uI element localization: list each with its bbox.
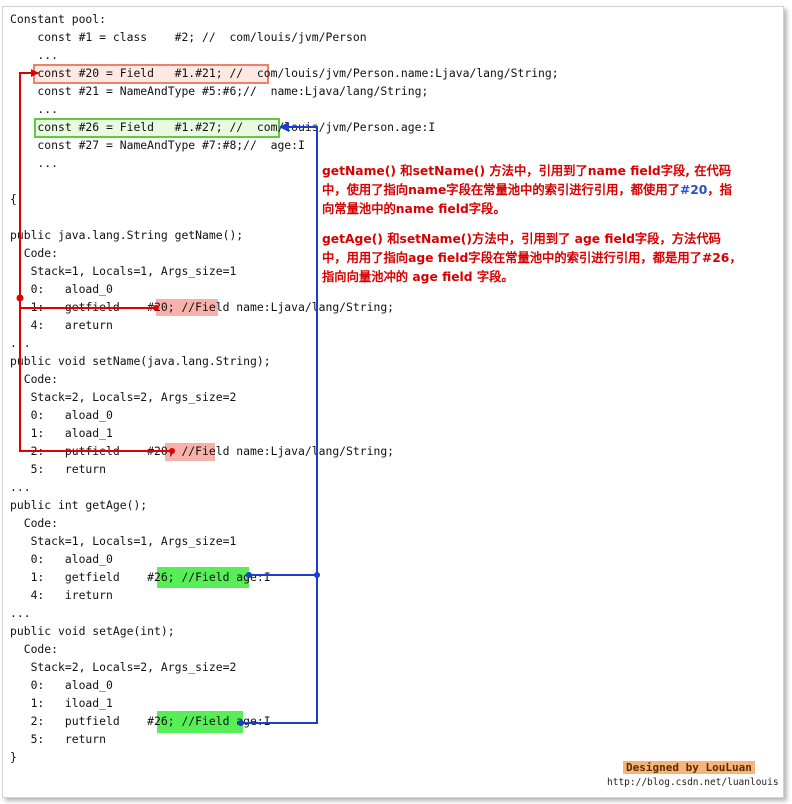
setname-to-const-20-arrow	[19, 300, 172, 452]
code-line: const #27 = NameAndType #7:#8;// age:I	[10, 138, 305, 152]
code-line: 1: aload_1	[10, 426, 113, 440]
getage-ref-26-highlight	[157, 567, 249, 588]
name-field-arrows	[16, 69, 175, 454]
code-line: 0: aload_0	[10, 678, 113, 692]
code-line: ...	[10, 606, 31, 620]
code-line: const #1 = class #2; // com/louis/jvm/Pe…	[10, 30, 367, 44]
setname-ref-dot	[169, 448, 175, 454]
code-line: ...	[10, 48, 59, 62]
code-line: 4: ireturn	[10, 588, 113, 602]
code-line: Code:	[10, 246, 59, 260]
getname-ref-dot	[153, 305, 159, 311]
code-line: {	[10, 192, 17, 206]
code-line: Stack=2, Locals=2, Args_size=2	[10, 390, 237, 404]
getname-to-const-20-arrow	[19, 69, 156, 309]
setname-ref-20-highlight	[165, 443, 215, 461]
code-line: 0: aload_0	[10, 552, 113, 566]
code-line: 0: aload_0	[10, 282, 113, 296]
code-line: ...	[10, 102, 59, 116]
code-line: 5: return	[10, 732, 107, 746]
getname-ref-20-highlight	[156, 299, 218, 316]
getage-to-const-26-arrow	[249, 122, 318, 576]
code-line: Stack=1, Locals=1, Args_size=1	[10, 264, 237, 278]
code-line: }	[10, 750, 17, 764]
code-line: ...	[10, 480, 31, 494]
name-note-text-b: ，指向常量池中的name field字段。	[322, 183, 732, 216]
designer-signature: Designed by LouLuan	[623, 761, 755, 774]
code-line: 5: return	[10, 462, 107, 476]
code-line: 1: iload_1	[10, 696, 113, 710]
setage-ref-dot	[238, 720, 244, 726]
setage-ref-26-highlight	[157, 711, 243, 733]
name-note-ref: #20	[679, 183, 708, 197]
code-line: 4: areturn	[10, 318, 113, 332]
code-line: const #26 = Field #1.#27; // com/louis/j…	[10, 120, 436, 134]
code-line: 0: aload_0	[10, 408, 113, 422]
name-arrow-join-dot	[16, 294, 24, 302]
name-field-annotation: getName() 和setName() 方法中，引用到了name field字…	[322, 162, 742, 219]
code-line: Stack=1, Locals=1, Args_size=1	[10, 534, 237, 548]
code-line: Code:	[10, 516, 59, 530]
age-field-annotation: getAge() 和setName()方法中，引用到了 age field字段，…	[322, 232, 742, 284]
code-line: Constant pool:	[10, 12, 107, 26]
code-line: ...	[10, 156, 59, 170]
code-line: public int getAge();	[10, 498, 148, 512]
diagram-frame	[2, 6, 784, 798]
getage-ref-dot	[246, 572, 252, 578]
code-line: Code:	[10, 372, 59, 386]
code-line: Stack=2, Locals=2, Args_size=2	[10, 660, 237, 674]
code-line: const #20 = Field #1.#21; // com/louis/j…	[10, 66, 559, 80]
code-line: 1: getfield #26; //Field age:I	[10, 570, 271, 584]
blog-url: http://blog.csdn.net/luanlouis	[607, 777, 779, 788]
code-line: public void setAge(int);	[10, 624, 175, 638]
code-line: 2: putfield #26; //Field age:I	[10, 714, 271, 728]
name-note-text-a: getName() 和setName() 方法中，引用到了name field字…	[322, 164, 732, 197]
code-line: Code:	[10, 642, 59, 656]
code-line: 1: getfield #20; //Field name:Ljava/lang…	[10, 300, 395, 314]
setage-to-const-26-arrow	[241, 575, 318, 724]
age-field-arrows	[238, 122, 320, 726]
code-line: const #21 = NameAndType #5:#6;// name:Lj…	[10, 84, 429, 98]
age-arrow-join-dot	[314, 572, 320, 578]
